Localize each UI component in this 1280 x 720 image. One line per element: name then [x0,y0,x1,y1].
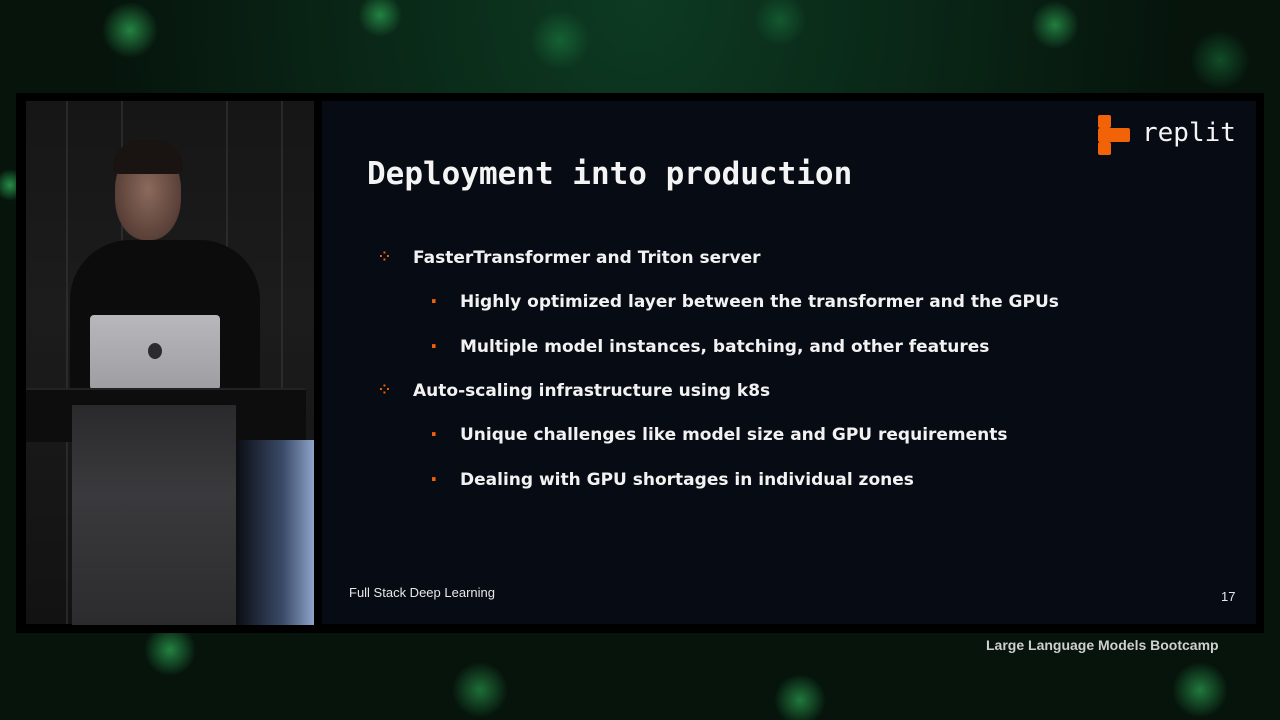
sub-bullet-marker-icon: · [430,422,438,446]
video-watermark: Large Language Models Bootcamp [986,637,1219,653]
sub-bullet-text: Highly optimized layer between the trans… [460,292,1059,312]
sub-bullet-item: · Highly optimized layer between the tra… [430,289,1059,313]
bullet-item: ⁘ FasterTransformer and Triton server [379,248,761,268]
bullet-marker-icon: ⁘ [379,250,390,265]
sub-bullet-item: · Dealing with GPU shortages in individu… [430,467,914,491]
laptop [90,315,220,390]
sub-bullet-marker-icon: · [430,334,438,358]
sub-bullet-text: Dealing with GPU shortages in individual… [460,470,914,490]
bullet-text: Auto-scaling infrastructure using k8s [413,381,771,401]
sub-bullet-marker-icon: · [430,289,438,313]
slide-footer: Full Stack Deep Learning [349,585,495,600]
sub-bullet-item: · Unique challenges like model size and … [430,422,1008,446]
apple-icon [148,343,162,359]
sub-bullet-marker-icon: · [430,467,438,491]
slide-panel [322,101,1256,624]
speaker-hair [113,140,183,174]
bullet-text: FasterTransformer and Triton server [413,248,761,268]
brand-name: replit [1142,118,1236,148]
sub-bullet-text: Multiple model instances, batching, and … [460,337,990,357]
podium [72,405,236,625]
bullet-item: ⁘ Auto-scaling infrastructure using k8s [379,381,771,401]
slide-title: Deployment into production [367,156,853,192]
podium-side [236,440,314,625]
bullet-marker-icon: ⁘ [379,383,390,398]
sub-bullet-item: · Multiple model instances, batching, an… [430,334,990,358]
curtain-fold [66,101,68,624]
sub-bullet-text: Unique challenges like model size and GP… [460,425,1008,445]
page-number: 17 [1221,589,1236,604]
curtain-fold [281,101,283,624]
replit-logo-icon [1098,115,1130,155]
